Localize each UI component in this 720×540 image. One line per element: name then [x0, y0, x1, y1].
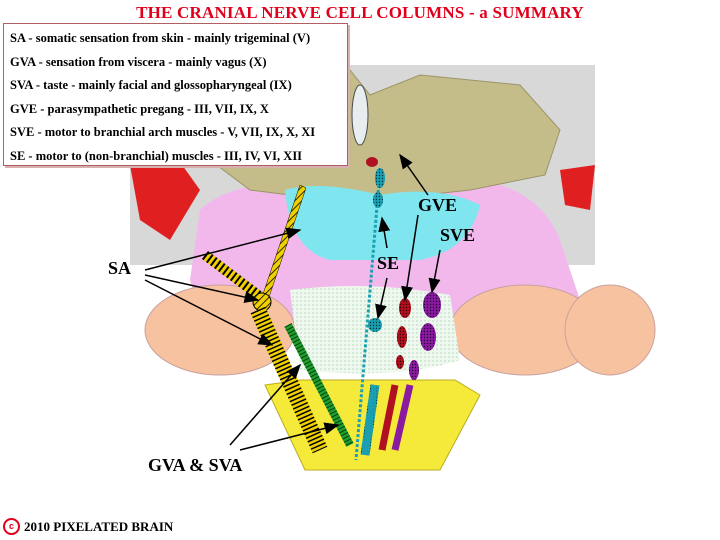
- label-sa: SA: [108, 258, 132, 278]
- se-nucleus-2: [373, 192, 383, 208]
- sa-column-pons-hatch: [201, 251, 266, 302]
- legend-item-sa: SA - somatic sensation from skin - mainl…: [10, 31, 311, 45]
- legend-box: SA - somatic sensation from skin - mainl…: [3, 23, 348, 166]
- gve-nucleus-2: [399, 298, 411, 318]
- se-arrow-up: [378, 216, 391, 249]
- sa-arrow-3: [144, 279, 274, 346]
- left-red-structure: [130, 155, 200, 240]
- sa-arrow-2: [144, 274, 260, 303]
- right-red-structure: [560, 165, 595, 210]
- copyright-notice: c 2010 PIXELATED BRAIN: [3, 518, 173, 535]
- sve-nucleus-1: [423, 292, 441, 318]
- label-gve: GVE: [418, 195, 458, 215]
- legend-item-gva: GVA - sensation from viscera - mainly va…: [10, 54, 267, 69]
- se-column-line: [354, 169, 382, 461]
- label-gva-sva: GVA & SVA: [148, 455, 243, 475]
- sa-arrow-1: [144, 227, 302, 271]
- label-se: SE: [377, 253, 400, 273]
- page-title: THE CRANIAL NERVE CELL COLUMNS - a SUMMA…: [136, 3, 584, 22]
- sa-column-lower-hatch: [250, 306, 328, 454]
- gve-column-lower: [378, 384, 399, 451]
- sve-arrow: [428, 249, 441, 294]
- legend-item-sva: SVA - taste - mainly facial and glossoph…: [10, 78, 292, 92]
- se-nucleus-3: [368, 318, 382, 332]
- se-arrow-down: [375, 277, 388, 320]
- sve-column-lower: [391, 384, 414, 451]
- gve-nucleus-1: [366, 157, 378, 167]
- se-column-lower-fill: [361, 384, 379, 456]
- far-right-lobe: [564, 284, 656, 376]
- copyright-text: 2010 PIXELATED BRAIN: [24, 518, 174, 534]
- gve-arrow-down: [401, 214, 419, 302]
- copyright-icon: c: [3, 518, 20, 535]
- gve-arrow-up: [399, 153, 429, 196]
- label-sve: SVE: [440, 225, 476, 245]
- legend-item-gve: GVE - parasympathetic pregang - III, VII…: [10, 101, 269, 116]
- se-nucleus-1: [375, 168, 385, 188]
- sve-nucleus-3: [409, 360, 419, 380]
- legend-item-se: SE - motor to (non-branchial) muscles - …: [10, 148, 303, 163]
- midline-nucleus: [351, 84, 369, 146]
- gva-sva-column-dots: [284, 323, 354, 447]
- legend-item-sve: SVE - motor to branchial arch muscles - …: [10, 125, 316, 139]
- gva-sva-arrow-2: [239, 422, 340, 451]
- sve-nucleus-2: [420, 323, 436, 351]
- gva-sva-arrow-1: [229, 363, 301, 446]
- gve-nucleus-3: [397, 326, 407, 348]
- gve-nucleus-4: [396, 355, 404, 369]
